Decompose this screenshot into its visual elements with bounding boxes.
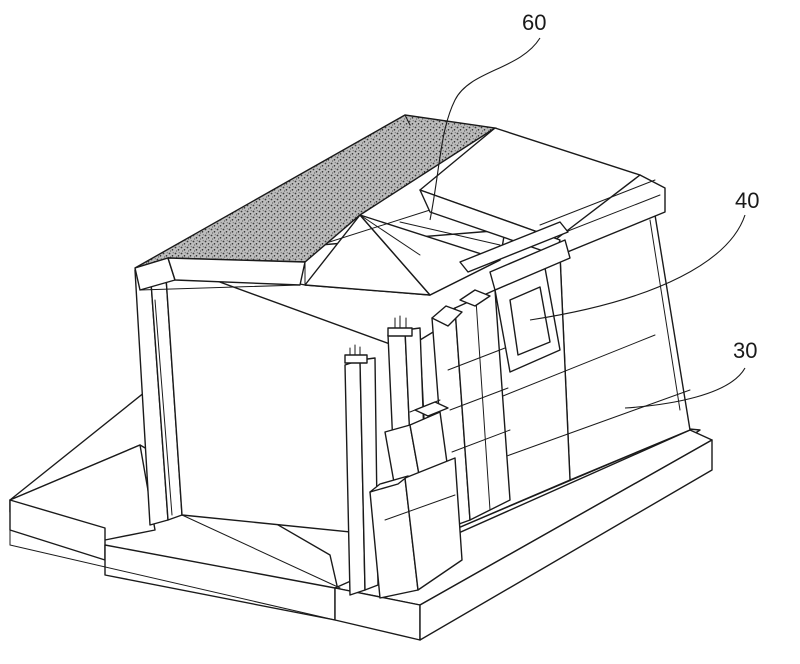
ref-numeral-30: 30	[733, 338, 757, 363]
label-40: 40	[529, 188, 759, 321]
leader-line-40	[529, 214, 746, 321]
leader-line-60	[429, 37, 541, 221]
ref-numeral-60: 60	[522, 10, 546, 35]
ref-numeral-40: 40	[735, 188, 759, 213]
leader-line-30	[624, 367, 746, 409]
roof-60	[134, 114, 666, 296]
label-30: 30	[624, 338, 757, 409]
label-60: 60	[429, 10, 546, 221]
block-wall-window-40	[431, 257, 571, 529]
front-pier-rebar	[344, 315, 463, 599]
